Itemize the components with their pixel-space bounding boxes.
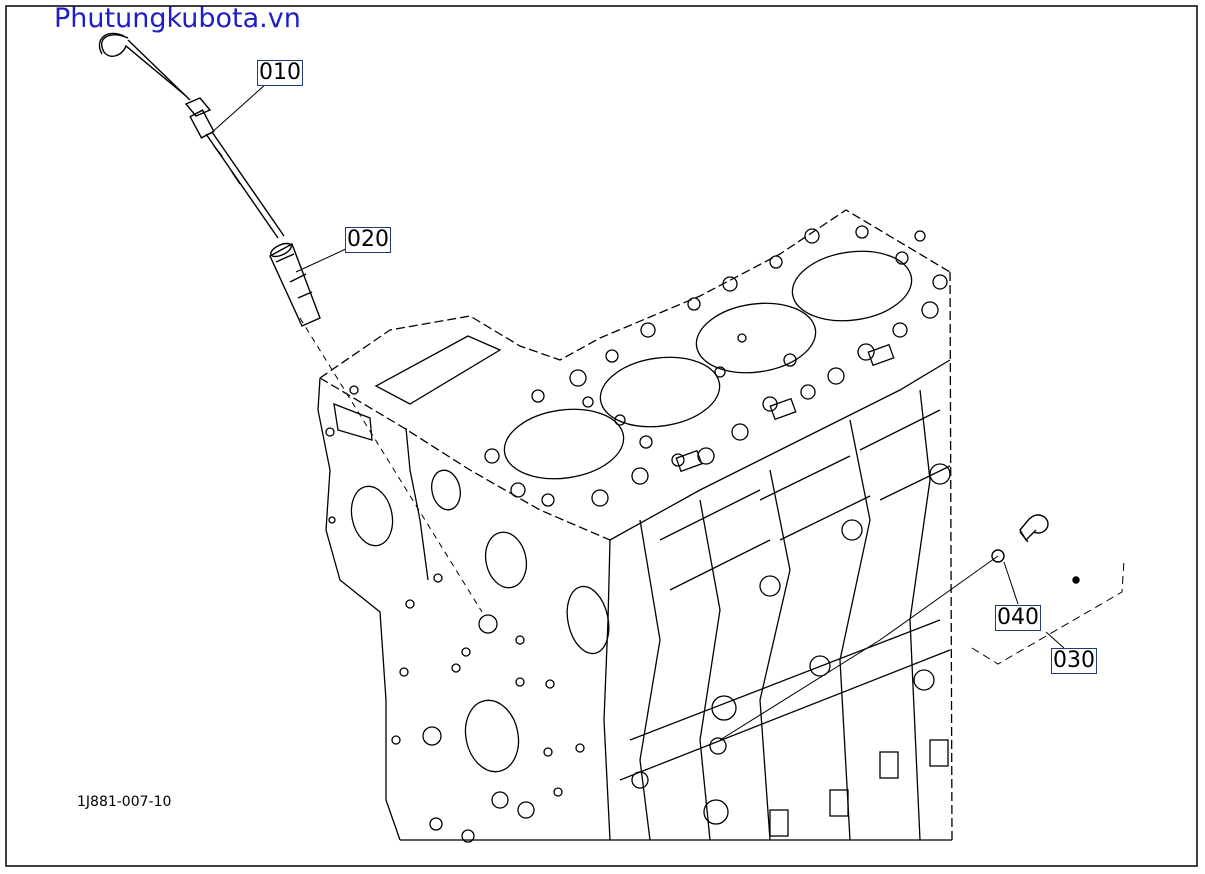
- cylinder-block-drawing: [317, 209, 953, 843]
- callout-020[interactable]: 020: [345, 227, 391, 253]
- callout-040[interactable]: 040: [995, 605, 1041, 631]
- dipstick-drawing: [98, 32, 285, 239]
- watermark-text: Phutungkubota.vn: [54, 3, 301, 34]
- drawing-code: 1J881-007-10: [77, 794, 172, 810]
- drain-plug-drawing: [991, 514, 1080, 584]
- callout-030[interactable]: 030: [1051, 648, 1097, 674]
- leader-lines: [209, 83, 1125, 741]
- callout-010[interactable]: 010: [257, 60, 303, 86]
- diagram-border: [5, 5, 1198, 867]
- dipstick-guide-drawing: [269, 242, 321, 327]
